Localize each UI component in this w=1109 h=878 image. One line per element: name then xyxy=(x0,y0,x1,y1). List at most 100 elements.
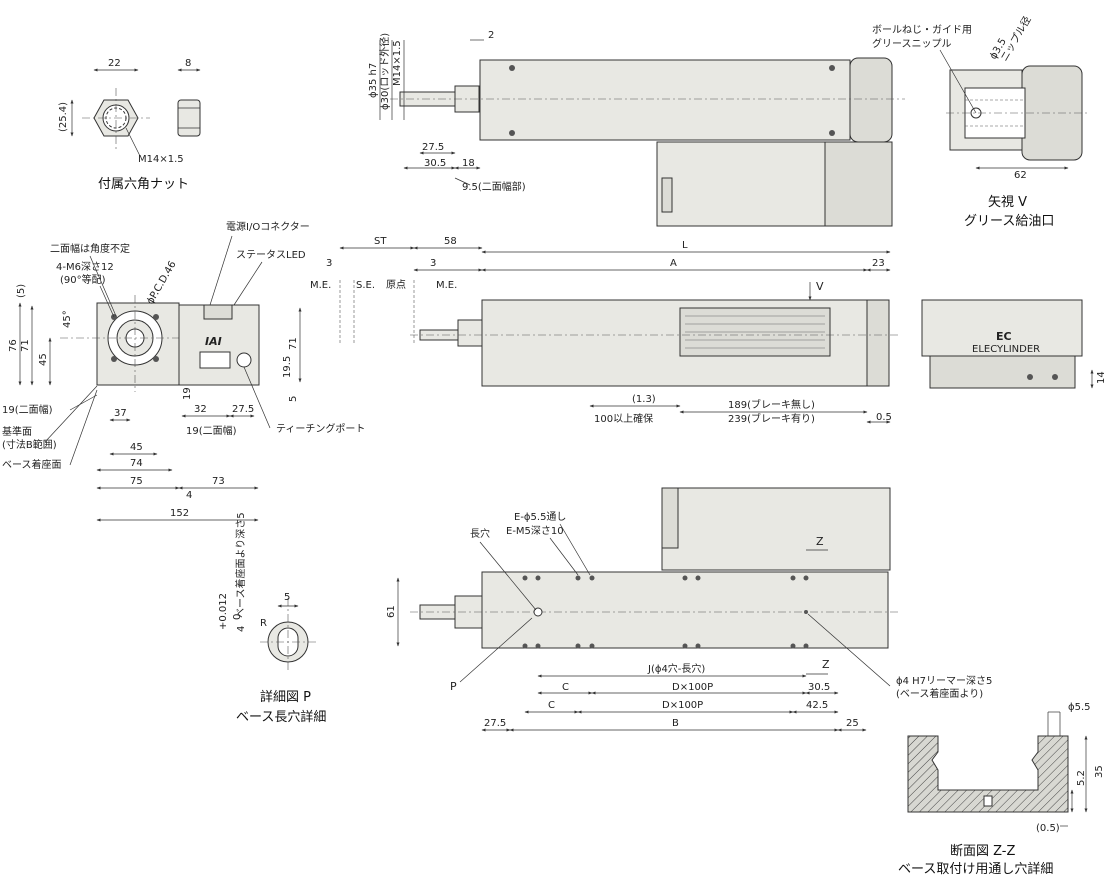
A-label: A xyxy=(670,258,677,269)
d3a-label: 3 xyxy=(326,258,332,269)
v-arrow-label: V xyxy=(816,280,824,293)
d27_5-label: 27.5 xyxy=(484,718,506,729)
power-connector xyxy=(199,351,231,369)
twoface-label: 二面幅は角度不定 xyxy=(50,242,130,255)
bottom-d61: 61 xyxy=(386,605,397,618)
view-v-caption2: グリース給油口 xyxy=(964,214,1054,229)
detail-caption2: ベース長穴詳細 xyxy=(236,709,326,725)
nut-height-label: (25.4) xyxy=(58,102,69,132)
view-v-caption1: 矢視 V xyxy=(988,195,1027,210)
detail-caption1: 詳細図 P xyxy=(260,689,311,705)
top-d27_5-label: 27.5 xyxy=(422,142,444,153)
detail-p: 5 4 +0.012 0 ベース着座面より深さ5 R 詳細図 P ベース長穴詳細 xyxy=(218,512,326,725)
section-d35: 35 xyxy=(1094,765,1105,778)
end-d71: 71 xyxy=(20,339,31,352)
L-label: L xyxy=(682,240,688,251)
motor-end-view: EC ELECYLINDER 14 xyxy=(921,299,1107,389)
nut-thread-label: M14×1.5 xyxy=(138,154,184,165)
side-d71: 71 xyxy=(288,337,299,350)
end-d37: 37 xyxy=(114,408,127,419)
top-body xyxy=(479,59,851,141)
nipple-label: ボールねじ・ガイド用 xyxy=(872,24,972,36)
section-caption1: 断面図 Z-Z xyxy=(950,844,1016,859)
nipple-label2: グリースニップル xyxy=(872,37,952,50)
detail-depth: ベース着座面より深さ5 xyxy=(234,512,247,618)
end-d4: 4 xyxy=(186,490,192,501)
top-motor-cover xyxy=(824,141,893,227)
end-d19face: 19(二面幅) xyxy=(2,403,53,416)
p-label: P xyxy=(450,680,457,693)
side-d73: 73 xyxy=(212,476,225,487)
detail-d4tol: 4 xyxy=(236,626,247,632)
m14-label: M14×1.5 xyxy=(392,40,403,86)
d3b-label: 3 xyxy=(430,258,436,269)
d1_3-label: (1.3) xyxy=(632,394,656,405)
mounting-holes xyxy=(522,575,809,649)
elecylinder-label: ELECYLINDER xyxy=(972,344,1040,355)
detail-d5: 5 xyxy=(284,592,290,603)
section-profile xyxy=(907,735,1069,813)
ref-label1: 基準面 xyxy=(2,425,32,438)
d58-label: 58 xyxy=(444,236,457,247)
nut-thickness-label: 8 xyxy=(185,58,191,69)
end-d45: 45 xyxy=(38,353,49,366)
top-view: ϕ35 h7 ϕ30(ロッド外径) M14×1.5 2 27.5 30.5 18… xyxy=(368,30,905,227)
bottom-body xyxy=(481,571,889,649)
d1-label: D×100P xyxy=(672,682,713,693)
motor-d14: 14 xyxy=(1096,371,1107,384)
origin-label: 原点 xyxy=(386,279,406,291)
hex-nut-side xyxy=(177,99,201,137)
iai-logo: IAI xyxy=(205,335,222,348)
ream2-label: (ベース着座面より) xyxy=(896,687,983,700)
d42_5-label: 42.5 xyxy=(806,700,828,711)
e55-label: E-ϕ5.5通し xyxy=(514,511,566,523)
d2-label: D×100P xyxy=(662,700,703,711)
me1-label: M.E. xyxy=(310,280,331,291)
phi35-label: ϕ35 h7 xyxy=(368,63,379,98)
detail-r: R xyxy=(260,618,267,629)
ream1-label: ϕ4 H7リーマー深さ5 xyxy=(896,675,992,687)
side-d19: 19 xyxy=(182,387,193,400)
top-end-cap xyxy=(849,57,893,143)
brake-yes-label: 239(ブレーキ有り) xyxy=(728,412,815,425)
top-d2-label: 2 xyxy=(488,30,494,41)
end-d45b: 45 xyxy=(130,442,143,453)
ec-logo: EC xyxy=(996,330,1012,343)
d25-label: 25 xyxy=(846,718,859,729)
power-label: 電源I/Oコネクター xyxy=(226,220,310,233)
side-d19_5: 19.5 xyxy=(282,356,293,378)
phi30-label: ϕ30(ロッド外径) xyxy=(378,33,391,110)
detail-tol: +0.012 xyxy=(218,593,229,630)
me2-label: M.E. xyxy=(436,280,457,291)
side-d32: 32 xyxy=(194,404,207,415)
d0_5-label: 0.5 xyxy=(876,412,892,423)
pcd-label: ϕP.C.D.46 xyxy=(145,259,179,306)
z1-label: Z xyxy=(816,535,824,548)
top-d30_5-label: 30.5 xyxy=(424,158,446,169)
side-d27_5: 27.5 xyxy=(232,404,254,415)
c2-label: C xyxy=(548,700,555,711)
teach-label: ティーチングポート xyxy=(276,422,365,435)
end-d75: 75 xyxy=(130,476,143,487)
d30_5-label: 30.5 xyxy=(808,682,830,693)
side-d19face: 19(二面幅) xyxy=(186,424,237,437)
nut-width-label: 22 xyxy=(108,58,121,69)
brake-no-label: 189(ブレーキ無し) xyxy=(728,398,815,411)
view-v-d62: 62 xyxy=(1014,170,1027,181)
se-label: S.E. xyxy=(356,280,375,291)
section-phi: ϕ5.5 xyxy=(1068,702,1091,713)
end-d76: 76 xyxy=(8,339,19,352)
bottom-view: E-ϕ5.5通し E-M5深さ10 長穴 Z Z 61 P J(ϕ4穴-長穴) … xyxy=(386,487,992,732)
m6-label: 4-M6深さ12 xyxy=(56,261,114,273)
j-label: J(ϕ4穴-長穴) xyxy=(647,662,705,675)
st-label: ST xyxy=(374,236,387,247)
nut-caption: 付属六角ナット xyxy=(98,177,189,192)
main-view: ST 58 L A 23 3 3 M.E. S.E. 原点 M.E. V (1.… xyxy=(310,236,900,425)
side-d5: 5 xyxy=(288,396,299,402)
base-label: ベース着座面 xyxy=(2,458,62,471)
top-d9_5-label: 9.5(二面幅部) xyxy=(462,180,526,193)
ref-label2: (寸法B範囲) xyxy=(2,438,57,451)
section-zz: ϕ5.5 35 5.2 (0.5) 断面図 Z-Z ベース取付け用通し穴詳細 xyxy=(898,702,1105,877)
em5-label: E-M5深さ10 xyxy=(506,525,564,537)
